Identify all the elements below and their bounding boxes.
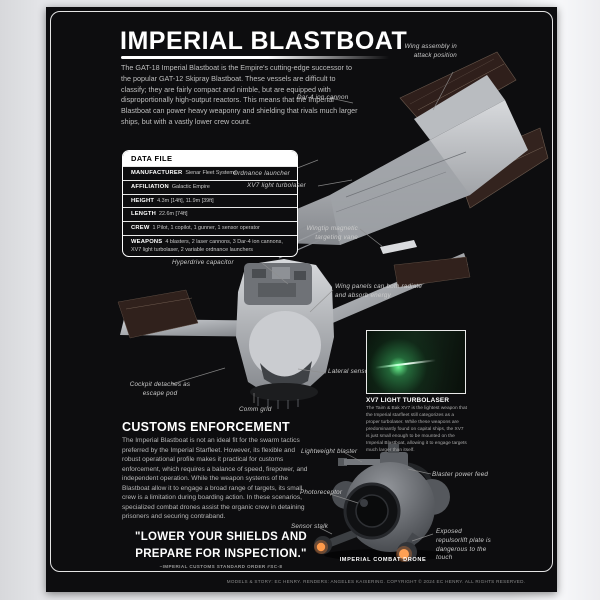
credits-line: MODELS & STORY: EC HENRY. RENDERS: ANGEL…	[226, 579, 526, 584]
poster-artwork	[117, 51, 549, 562]
quote-line-2: PREPARE FOR INSPECTION."	[135, 548, 307, 560]
callout-wingtip-vane: Wingtip magnetic targeting vane	[306, 225, 358, 241]
callout-blaster-power-feed: Blaster power feed	[432, 471, 489, 478]
callout-cockpit-escape-pod: Cockpit detaches as escape pod	[129, 381, 191, 397]
callout-wing-assembly: Wing assembly in attack position	[404, 43, 457, 59]
callout-wing-panels: Wing panels can both radiate and absorb …	[335, 283, 423, 299]
intro-paragraph: The GAT-18 Imperial Blastboat is the Emp…	[121, 63, 358, 126]
callout-dar4-ion-cannon: Dar-4 ion cannon	[297, 94, 349, 101]
page-title: IMPERIAL BLASTBOAT	[120, 27, 408, 55]
xv7-turbolaser-photo	[366, 330, 466, 394]
combat-drone-render	[314, 444, 450, 562]
quote-attribution: –IMPERIAL CUSTOMS STANDARD ORDER #SC-8	[159, 564, 283, 569]
callout-xv7-turbolaser: XV7 light turbolaser	[247, 182, 306, 189]
callout-ordnance-launcher: Ordnance launcher	[233, 170, 290, 177]
callout-leader-lines	[171, 71, 454, 542]
title-divider	[121, 56, 389, 59]
callout-sensor-stalk: Sensor stalk	[291, 523, 329, 530]
blastboat-front-render	[117, 240, 471, 409]
turbolaser-beam	[374, 359, 436, 369]
xv7-panel-body: The Taim & Bak XV7 is the lightest weapo…	[366, 406, 467, 453]
data-file-title: DATA FILE	[123, 151, 297, 166]
callout-lateral-sensor-suite: Lateral sensor suite	[328, 368, 387, 375]
callout-exposed-repulsorlift-plate: Exposed repulsorlift plate is dangerous …	[436, 528, 491, 562]
callout-hyperdrive-capacitor: Hyperdrive capacitor	[172, 259, 234, 266]
blastboat-poster: IMPERIAL BLASTBOAT The GAT-18 Imperial B…	[46, 7, 557, 592]
quote-line-1: "LOWER YOUR SHIELDS AND	[134, 531, 308, 543]
callout-photoreceptor: Photoreceptor	[300, 489, 343, 496]
xv7-panel-heading: XV7 LIGHT TURBOLASER	[366, 397, 450, 404]
callout-comm-grid: Comm grid	[239, 406, 272, 413]
customs-body: The Imperial Blastboat is not an ideal f…	[122, 437, 308, 521]
drone-caption: IMPERIAL COMBAT DRONE	[339, 557, 427, 563]
customs-heading: CUSTOMS ENFORCEMENT	[122, 420, 290, 434]
callout-lightweight-blaster: Lightweight blaster	[301, 448, 358, 455]
